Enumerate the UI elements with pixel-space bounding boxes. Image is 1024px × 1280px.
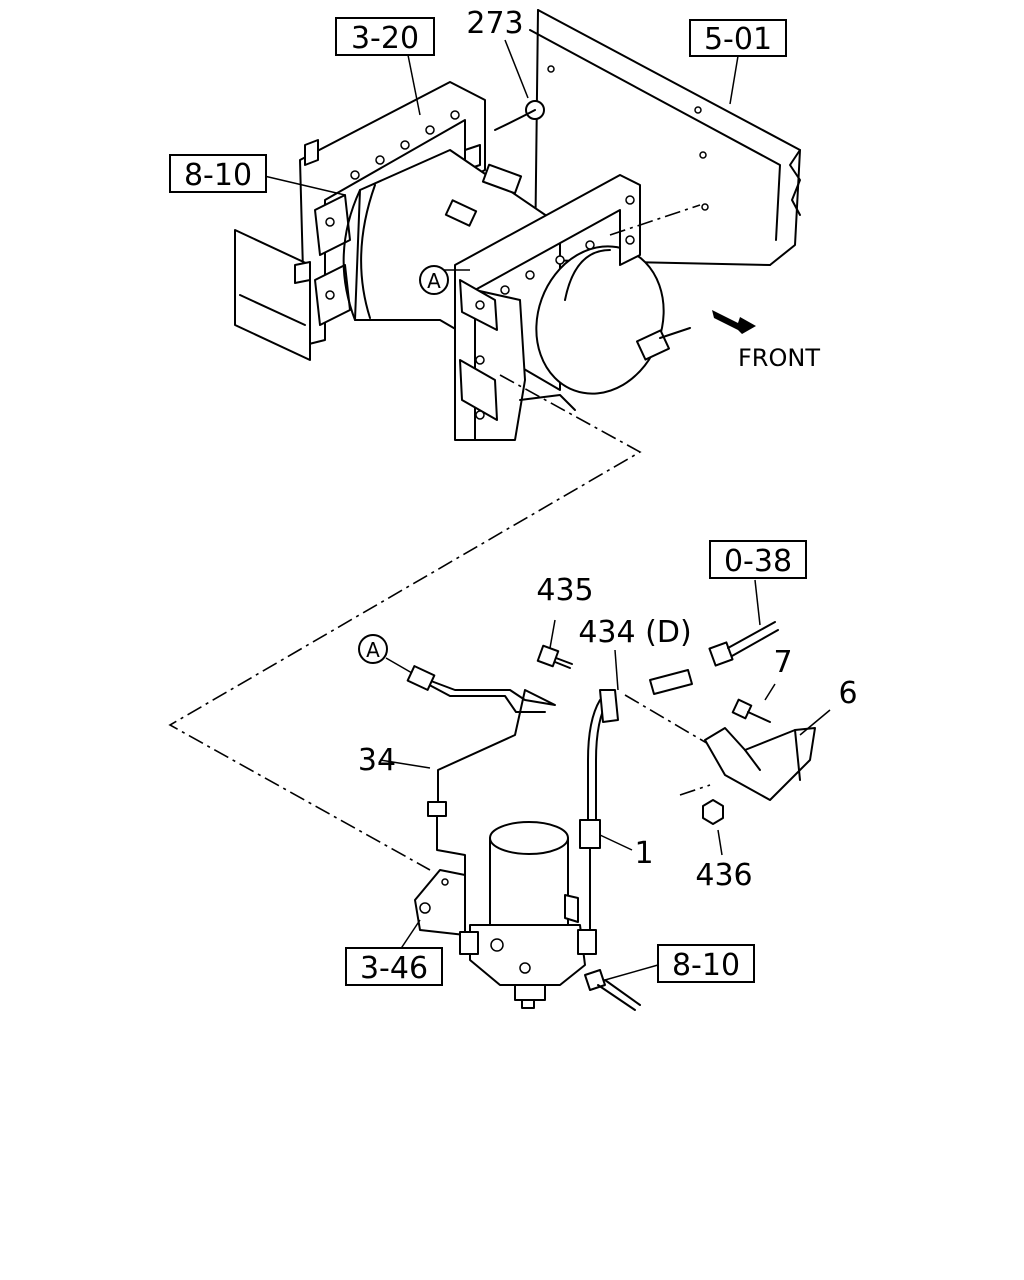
top-leaders [259, 39, 739, 271]
ref-8-10-bottom-label: 8-10 [672, 948, 740, 983]
ref-box-8-10-top: 8-10 [169, 154, 267, 193]
ref-5-01-label: 5-01 [704, 22, 772, 57]
bolt-7 [731, 698, 771, 723]
air-dryer [459, 821, 597, 1009]
bracket-6 [704, 727, 816, 801]
front-arrow-icon [712, 310, 756, 334]
part-1: 1 [634, 836, 653, 871]
dashed-bolt-link [624, 694, 711, 746]
ref-box-5-01: 5-01 [689, 19, 787, 57]
marker-a-bottom: A [358, 634, 388, 664]
ref-box-3-20: 3-20 [335, 17, 435, 56]
fitting-brake [649, 621, 779, 695]
ref-3-20-label: 3-20 [351, 21, 419, 56]
dashed-link-upper [168, 374, 642, 871]
part-34: 34 [358, 743, 396, 778]
fittings-top [444, 100, 691, 361]
front-bracket [454, 174, 641, 441]
pipe-34 [406, 665, 556, 931]
part-436: 436 [695, 858, 752, 893]
ref-box-0-38: 0-38 [709, 540, 807, 579]
ref-box-8-10-bottom: 8-10 [657, 944, 755, 983]
part-435: 435 [536, 573, 593, 608]
connector [584, 969, 641, 1011]
part-6: 6 [838, 676, 857, 711]
bolt-435 [536, 644, 573, 669]
marker-a-top: A [419, 265, 449, 295]
marker-a-top-label: A [427, 269, 441, 293]
ref-8-10-top-label: 8-10 [184, 158, 252, 193]
part-434: 434 (D) [578, 615, 691, 650]
ref-3-46-label: 3-46 [360, 951, 428, 986]
ref-0-38-label: 0-38 [724, 544, 792, 579]
nut-436 [702, 799, 724, 825]
dashed-frame-link [609, 204, 701, 236]
front-label: FRONT [738, 344, 820, 372]
bottom-leaders [379, 579, 831, 981]
ref-box-3-46: 3-46 [345, 947, 443, 986]
dashed-nut-link [679, 784, 711, 796]
marker-a-bottom-label: A [366, 638, 380, 662]
part-7: 7 [773, 645, 792, 680]
hose-1 [579, 689, 619, 931]
dryer-bracket [414, 869, 466, 936]
rear-bracket [234, 81, 486, 361]
part-273: 273 [466, 6, 523, 41]
